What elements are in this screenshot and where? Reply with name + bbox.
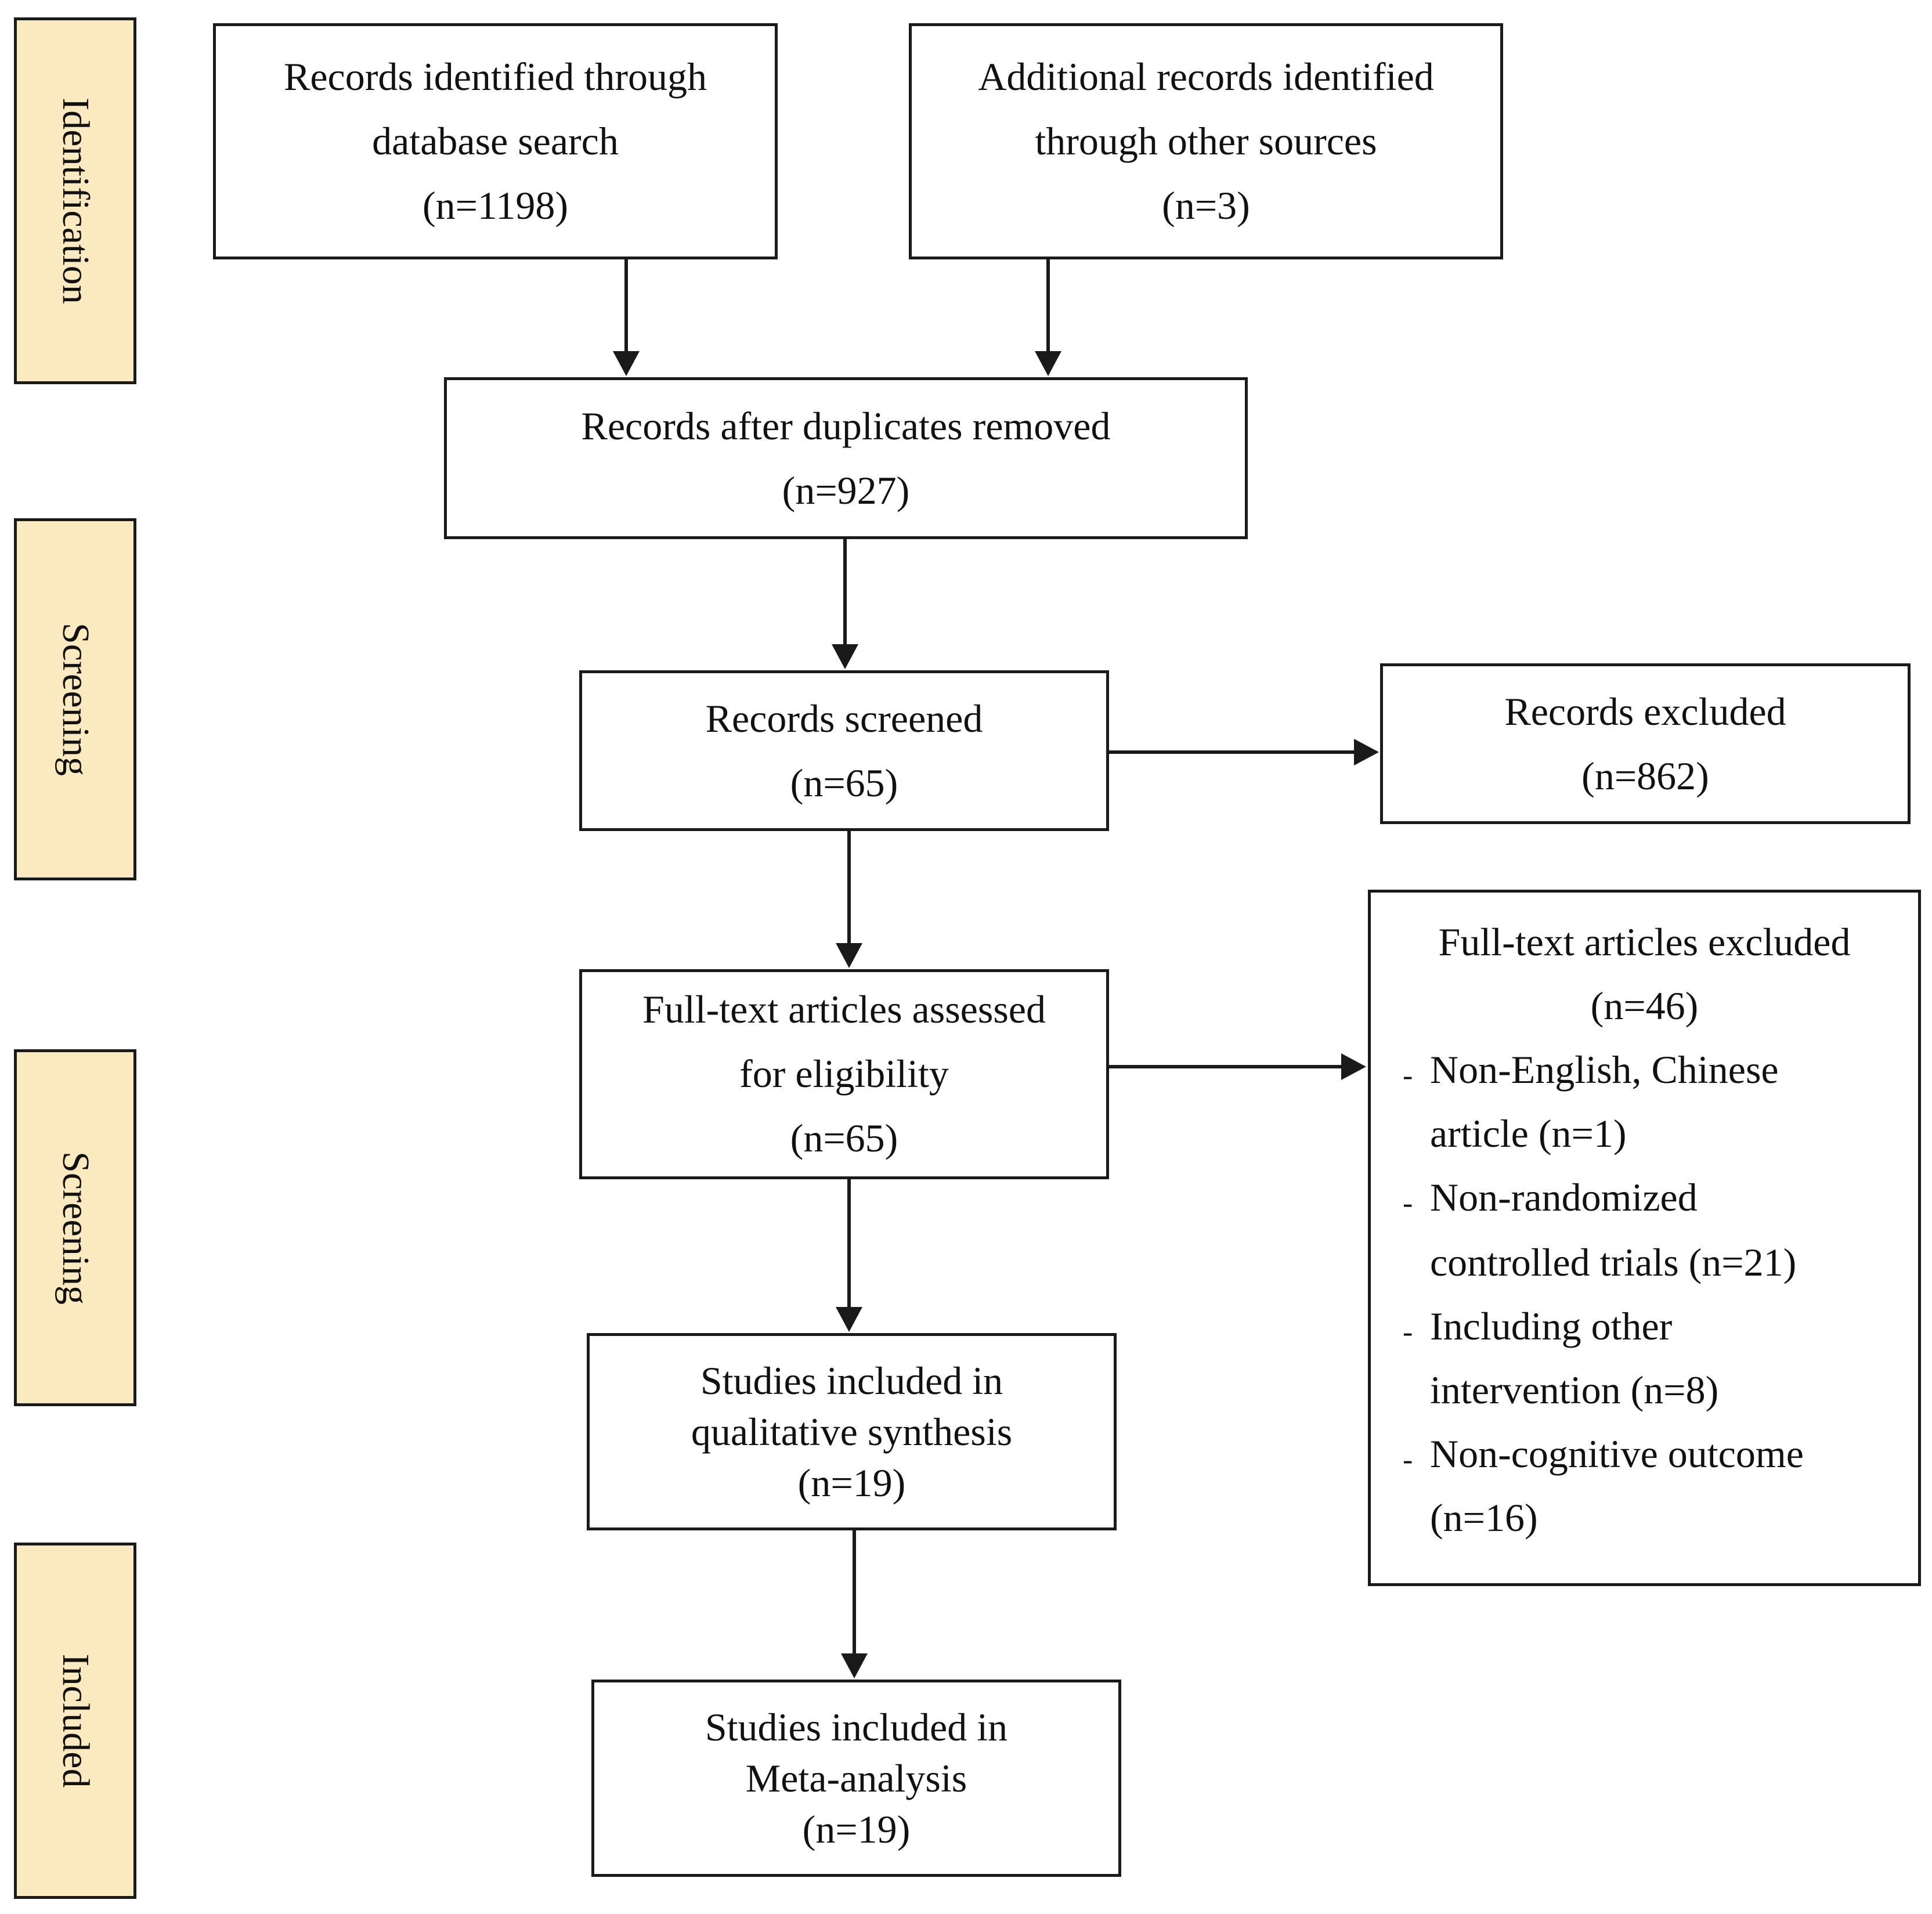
box-count: (n=65) xyxy=(790,1116,898,1160)
box-database-search: Records identified through database sear… xyxy=(213,23,778,259)
box-text: Studies included in xyxy=(705,1705,1008,1749)
box-text: Full-text articles assessed xyxy=(642,987,1046,1031)
box-count: (n=19) xyxy=(797,1461,906,1505)
exclusion-reason: Non-randomized xyxy=(1430,1175,1698,1219)
box-other-sources: Additional records identified through ot… xyxy=(909,23,1503,259)
bullet-dash: - xyxy=(1403,1059,1413,1092)
box-text: for eligibility xyxy=(739,1052,949,1096)
arrowhead xyxy=(841,1653,868,1678)
stage-label-identification: Identification xyxy=(14,17,136,384)
stage-label-screening-2: Screening xyxy=(14,1049,136,1406)
box-text: Meta-analysis xyxy=(745,1756,967,1800)
stage-label-included: Included xyxy=(14,1543,136,1899)
box-text: Records after duplicates removed xyxy=(581,403,1111,448)
box-meta-analysis: Studies included in Meta-analysis (n=19) xyxy=(591,1680,1121,1877)
bullet-dash: - xyxy=(1403,1443,1413,1476)
box-count: (n=927) xyxy=(782,468,910,512)
box-count: (n=65) xyxy=(790,760,898,805)
arrowhead xyxy=(836,1307,862,1332)
box-records-excluded: Records excluded (n=862) xyxy=(1380,663,1911,824)
arrowhead xyxy=(1354,739,1379,765)
box-text: Records screened xyxy=(705,696,983,741)
excluded-title: Full-text articles excluded xyxy=(1438,920,1851,964)
bullet-dash: - xyxy=(1403,1187,1413,1220)
box-text: Records identified through xyxy=(284,55,707,99)
box-text: qualitative synthesis xyxy=(691,1410,1013,1454)
exclusion-reason: intervention (n=8) xyxy=(1430,1368,1719,1412)
exclusion-reason: controlled trials (n=21) xyxy=(1430,1240,1797,1284)
arrowhead xyxy=(832,644,858,669)
box-count: (n=862) xyxy=(1581,753,1709,798)
exclusion-reason: Including other xyxy=(1430,1304,1673,1348)
exclusion-reason: article (n=1) xyxy=(1430,1111,1627,1155)
arrowhead xyxy=(836,943,862,968)
arrowhead xyxy=(1341,1053,1366,1080)
arrowhead xyxy=(613,351,640,376)
box-qualitative-synthesis: Studies included in qualitative synthesi… xyxy=(587,1333,1117,1530)
exclusion-reason: Non-English, Chinese xyxy=(1430,1048,1779,1092)
excluded-count: (n=46) xyxy=(1590,984,1699,1028)
box-count: (n=3) xyxy=(1162,183,1250,227)
box-fulltext-assessed: Full-text articles assessed for eligibil… xyxy=(579,969,1109,1179)
box-duplicates-removed: Records after duplicates removed (n=927) xyxy=(444,377,1248,539)
box-count: (n=1198) xyxy=(422,183,569,227)
arrowhead xyxy=(1035,351,1061,376)
box-text: Additional records identified xyxy=(978,55,1434,99)
box-text: Records excluded xyxy=(1504,689,1786,734)
box-records-screened: Records screened (n=65) xyxy=(579,670,1109,831)
stage-label-screening-1: Screening xyxy=(14,518,136,880)
box-count: (n=19) xyxy=(802,1807,911,1851)
box-text: through other sources xyxy=(1035,119,1377,163)
exclusion-reason: Non-cognitive outcome xyxy=(1430,1432,1804,1476)
box-text: database search xyxy=(372,119,619,163)
exclusion-reason: (n=16) xyxy=(1430,1496,1538,1540)
box-text: Studies included in xyxy=(700,1359,1003,1403)
box-fulltext-excluded: Full-text articles excluded (n=46) - Non… xyxy=(1368,890,1921,1586)
bullet-dash: - xyxy=(1403,1316,1413,1349)
